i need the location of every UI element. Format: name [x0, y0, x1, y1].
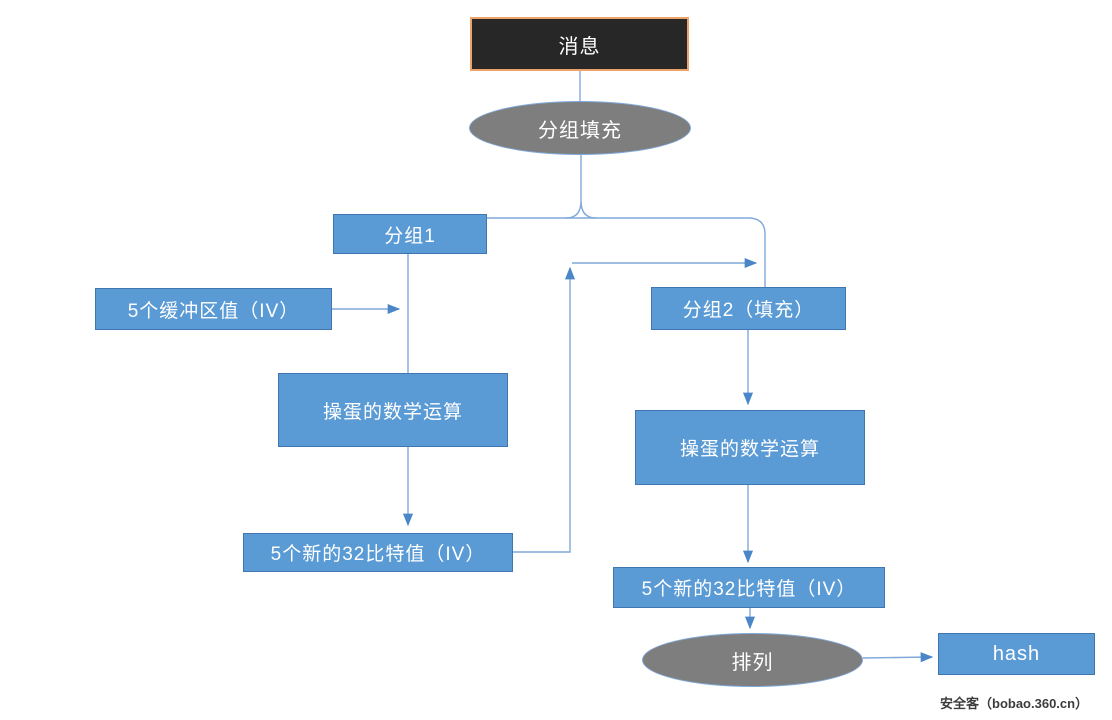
node-padding-label: 分组填充 — [538, 119, 622, 142]
node-new-iv1: 5个新的32比特值（IV） — [243, 533, 513, 572]
node-buffer-iv: 5个缓冲区值（IV） — [95, 288, 332, 330]
node-padding-ellipse: 分组填充 — [469, 101, 691, 155]
connector-newiv1-feedback-up — [513, 266, 576, 553]
node-hash-label: hash — [992, 642, 1041, 665]
node-buffer-iv-label: 5个缓冲区值（IV） — [127, 300, 300, 322]
connector-permute-to-hash — [862, 652, 934, 663]
watermark: 安全客（bobao.360.cn） — [940, 696, 1089, 711]
node-message-label: 消息 — [558, 35, 601, 58]
node-permute-label: 排列 — [731, 651, 774, 674]
node-math2: 操蛋的数学运算 — [635, 410, 865, 485]
connector-padding-fork — [565, 155, 597, 219]
node-group2-label: 分组2（填充） — [682, 300, 815, 321]
node-group2: 分组2（填充） — [651, 287, 846, 330]
node-math2-label: 操蛋的数学运算 — [679, 439, 820, 460]
node-group1: 分组1 — [333, 214, 487, 254]
connector-rail-to-group2 — [487, 217, 766, 287]
node-new-iv2-label: 5个新的32比特值（IV） — [641, 579, 857, 600]
node-message: 消息 — [470, 17, 689, 71]
node-hash: hash — [938, 633, 1095, 675]
node-math1-label: 操蛋的数学运算 — [322, 401, 463, 423]
node-math1: 操蛋的数学运算 — [278, 373, 508, 447]
node-new-iv1-label: 5个新的32比特值（IV） — [270, 544, 486, 565]
node-permute-ellipse: 排列 — [642, 633, 863, 687]
node-group1-label: 分组1 — [384, 225, 436, 247]
node-new-iv2: 5个新的32比特值（IV） — [613, 567, 885, 608]
